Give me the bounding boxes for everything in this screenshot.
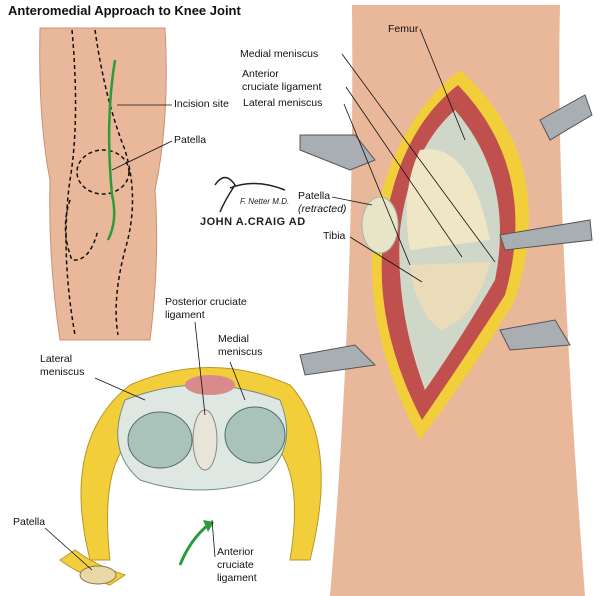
netter-signature-text: F. Netter M.D. (240, 197, 290, 206)
label-medial-line1: Medial (218, 333, 249, 345)
page-title: Anteromedial Approach to Knee Joint (8, 3, 241, 18)
label-acl-bottom-line2: cruciate (217, 559, 254, 571)
label-lateral-meniscus: Lateral meniscus (243, 97, 323, 109)
label-patella-left: Patella (174, 134, 207, 146)
leg-anterior-view (39, 27, 173, 341)
label-acl-bottom-line3: ligament (217, 572, 257, 584)
label-patella-note: (retracted) (298, 203, 347, 215)
label-femur: Femur (388, 23, 419, 35)
label-lateral-line2: meniscus (40, 366, 85, 378)
knee-cross-section (44, 321, 322, 586)
approach-arrow (178, 523, 209, 566)
label-pcl-line2: ligament (165, 309, 205, 321)
label-acl-line1: Anterior (242, 68, 279, 80)
label-patella-retracted: Patella (298, 190, 331, 202)
label-medial-meniscus: Medial meniscus (240, 48, 319, 60)
label-medial-line2: meniscus (218, 346, 263, 358)
label-pcl-line1: Posterior cruciate (165, 296, 247, 308)
incision-line (107, 59, 117, 196)
label-tibia: Tibia (323, 230, 346, 242)
label-acl-line2: cruciate ligament (242, 81, 322, 93)
label-acl-bottom-line1: Anterior (217, 546, 254, 558)
label-patella-bottom: Patella (13, 516, 46, 528)
label-incision-site: Incision site (174, 98, 229, 110)
label-lateral-line1: Lateral (40, 353, 73, 365)
knee-surgical-view (299, 5, 593, 596)
craig-signature: JOHN A.CRAIG AD (200, 216, 306, 228)
netter-signature (214, 176, 286, 213)
